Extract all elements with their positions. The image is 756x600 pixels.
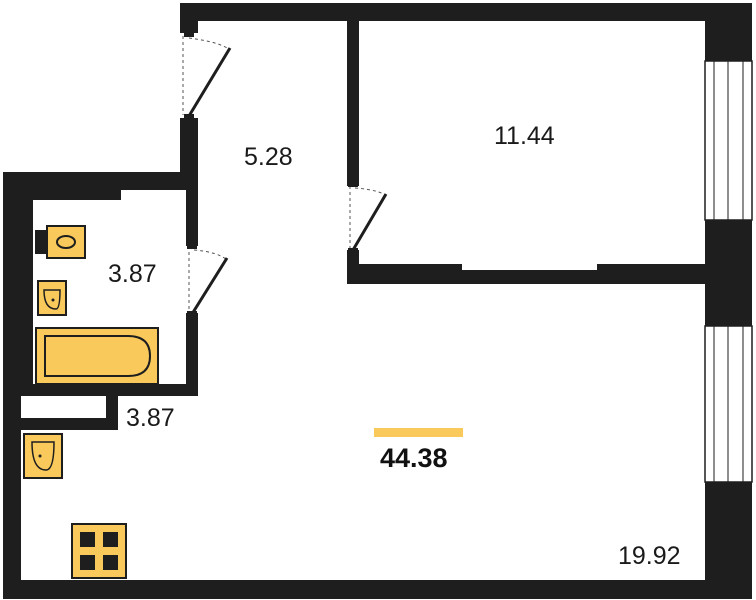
room-area-living-kitchen: 19.92 [618, 542, 681, 570]
room-area-bedroom: 11.44 [494, 122, 555, 150]
wall-bedroom-bottom [347, 264, 462, 284]
toilet-icon [35, 225, 86, 259]
wall-step [3, 172, 198, 190]
wall-bath-left [21, 190, 33, 386]
walls [3, 3, 752, 599]
wall-niche-bottom [21, 418, 118, 430]
windows [704, 60, 753, 483]
room-area-niche: 3.87 [126, 404, 175, 432]
door-bathroom [187, 243, 229, 317]
total-area-value: 44.38 [380, 443, 448, 473]
room-area-hallway: 5.28 [244, 143, 293, 171]
wall-bottom [3, 580, 752, 599]
door-bedroom [348, 181, 388, 254]
wall-top [180, 3, 728, 21]
wall-right-lower [705, 482, 752, 599]
wall-hall-left-mid [180, 118, 198, 176]
wall-bath-right-top [186, 190, 198, 246]
wall-left [3, 172, 21, 599]
wall-bath-top [21, 190, 121, 200]
wall-bedroom-left-top [347, 3, 359, 186]
wall-bath-right-bottom [186, 313, 198, 396]
wall-bedroom-bottom-right [597, 264, 707, 284]
wall-hall-left-top [180, 3, 198, 33]
bathtub-icon [35, 327, 159, 385]
window-bedroom [704, 60, 753, 221]
doors [182, 31, 388, 317]
kitchen-sink-icon [23, 433, 63, 479]
bathroom-sink-icon [37, 280, 67, 316]
room-area-bathroom: 3.87 [108, 260, 157, 288]
door-entrance [182, 31, 232, 120]
wall-right-upper [705, 3, 752, 61]
wall-bedroom-bottom-thin [462, 270, 597, 284]
fixtures [23, 225, 159, 579]
total-area-block: 44.38 [374, 428, 463, 473]
stove-icon [71, 523, 127, 579]
wall-right-middle [705, 220, 752, 326]
room-labels: 5.28 11.44 3.87 3.87 19.92 [108, 122, 681, 570]
total-area-underline [374, 428, 463, 437]
window-living [704, 325, 753, 483]
